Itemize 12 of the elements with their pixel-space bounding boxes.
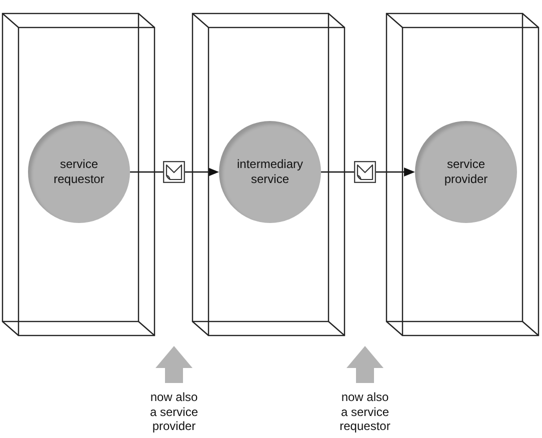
note-text: now also a service provider: [148, 390, 200, 434]
wireframe-box: [192, 13, 345, 336]
wireframe-box: [386, 13, 539, 336]
node-label: service requestor: [54, 157, 104, 187]
wireframe-box: [2, 13, 155, 336]
arrow: [185, 168, 219, 176]
note-text: now also a service requestor: [338, 390, 392, 434]
envelope-icon: [354, 161, 376, 183]
node-label: service provider: [444, 157, 488, 187]
arrow: [376, 168, 415, 176]
node-label: intermediary service: [236, 157, 304, 187]
envelope-icon: [163, 161, 185, 183]
